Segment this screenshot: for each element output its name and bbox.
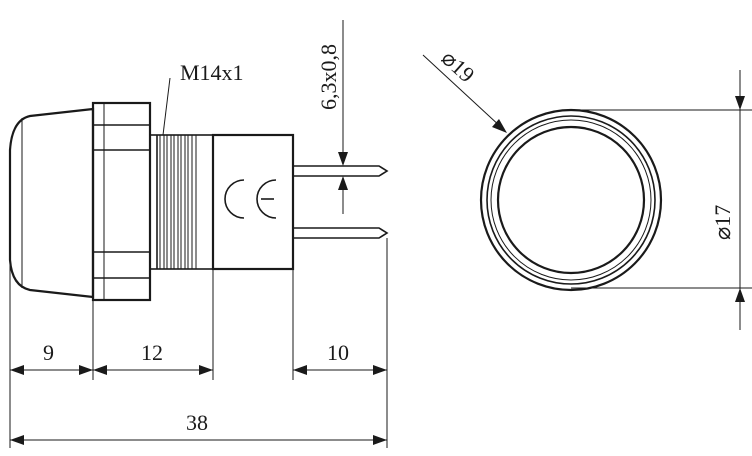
side-view: M14x1 6,3x0,8 9 12: [8, 20, 389, 448]
solder-pin-top: [293, 165, 389, 177]
dim-total-length: 38: [10, 410, 387, 445]
svg-text:10: 10: [327, 340, 349, 365]
svg-text:38: 38: [186, 410, 208, 435]
outer-diameter-dimension: ⌀19: [422, 45, 507, 133]
front-view: ⌀19 ⌀17: [422, 45, 752, 330]
svg-text:⌀19: ⌀19: [437, 45, 480, 87]
svg-text:⌀17: ⌀17: [710, 205, 735, 240]
outer-ring: [479, 108, 663, 292]
pin-thickness-label: 6,3x0,8: [316, 44, 341, 110]
dim-nut-length: 12: [93, 340, 213, 375]
pin-thickness-dimension: 6,3x0,8: [316, 20, 348, 214]
svg-text:12: 12: [141, 340, 163, 365]
inner-diameter-dimension: ⌀17: [571, 70, 752, 330]
housing-body: [211, 133, 295, 271]
dim-cap-length: 9: [10, 340, 93, 375]
dim-pin-length: 10: [293, 340, 387, 375]
thread-label: M14x1: [180, 60, 244, 85]
svg-text:9: 9: [43, 340, 54, 365]
inner-ring: [496, 125, 646, 275]
thread-section: [149, 134, 214, 270]
ce-mark: [224, 179, 277, 219]
bezel-nut: [91, 101, 152, 302]
solder-pin-bottom: [293, 227, 389, 239]
